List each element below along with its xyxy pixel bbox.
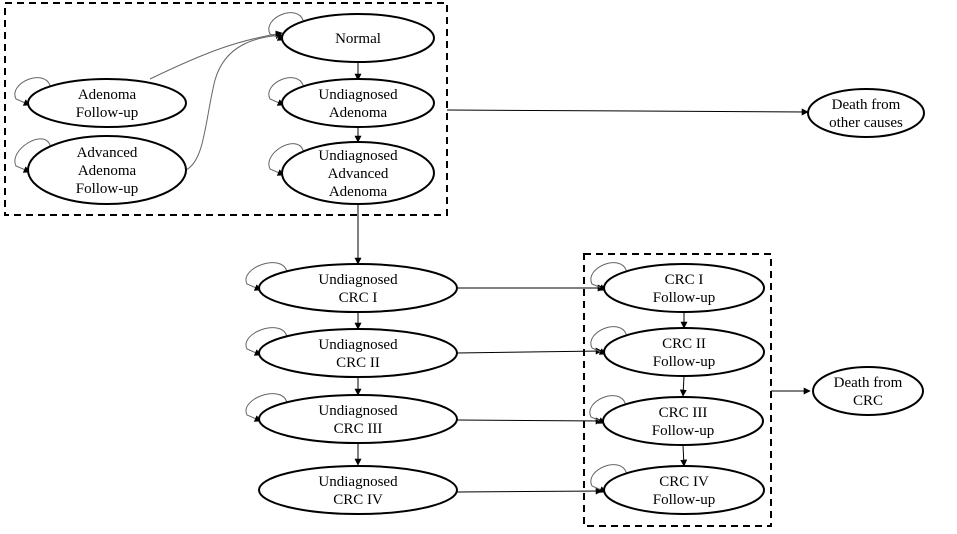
state-ellipse xyxy=(258,394,458,444)
self-loop-crc1-fu xyxy=(590,262,627,291)
self-loop-undiag-adenoma xyxy=(268,77,304,106)
state-label-line: CRC I xyxy=(665,272,704,288)
state-ellipse xyxy=(27,135,187,205)
self-loop-adv-adenoma-fu xyxy=(14,138,51,173)
state-label-line: Death from xyxy=(832,97,901,113)
state-label-line: CRC IV xyxy=(659,474,709,490)
state-label-line: Adenoma xyxy=(329,184,388,200)
state-label-line: CRC I xyxy=(339,290,378,306)
arrow-crc2-fu-to-crc3-fu xyxy=(679,375,687,397)
state-label-line: other causes xyxy=(829,115,903,131)
state-label-line: Follow-up xyxy=(76,105,139,121)
state-crc4-fu: CRC IV Follow-up xyxy=(603,465,765,515)
self-loop-crc3-fu xyxy=(589,395,626,424)
state-crc2-fu: CRC II Follow-up xyxy=(603,327,765,377)
state-label-line: Follow-up xyxy=(76,181,139,197)
state-ellipse xyxy=(812,366,924,416)
state-ellipse xyxy=(27,78,187,128)
state-label-line: CRC II xyxy=(662,336,706,352)
state-label-line: Follow-up xyxy=(652,423,715,439)
arrow-adv-adenoma-fu-to-normal xyxy=(185,31,283,171)
self-loop-adenoma-fu xyxy=(14,77,51,106)
state-label-line: Adenoma xyxy=(329,105,388,121)
state-ellipse xyxy=(258,465,458,515)
state-label-line: Follow-up xyxy=(653,354,716,370)
state-label-line: Undiagnosed xyxy=(318,337,398,353)
state-label-line: Adenoma xyxy=(78,87,137,103)
arrow-group-to-death-other xyxy=(446,108,809,116)
arrow-adenoma-fu-to-normal xyxy=(149,30,283,80)
state-label-line: Death from xyxy=(834,375,903,391)
self-loop-undiag-crc1 xyxy=(245,262,288,291)
state-label-line: Undiagnosed xyxy=(318,272,398,288)
state-normal: Normal xyxy=(281,13,435,63)
state-death-other: Death from other causes xyxy=(807,88,925,138)
self-loop-crc4-fu xyxy=(590,464,627,493)
group-box-noncancer xyxy=(4,2,448,216)
group-box-followup xyxy=(583,253,772,527)
state-label-line: Advanced xyxy=(328,166,389,182)
state-ellipse xyxy=(281,141,435,205)
state-crc3-fu: CRC III Follow-up xyxy=(602,396,764,446)
state-label-line: CRC IV xyxy=(333,492,383,508)
state-crc1-fu: CRC I Follow-up xyxy=(603,263,765,313)
state-label-line: Undiagnosed xyxy=(318,87,398,103)
state-label-line: Follow-up xyxy=(653,290,716,306)
state-label-line: Advanced xyxy=(77,145,138,161)
state-ellipse xyxy=(281,78,435,128)
state-ellipse xyxy=(603,465,765,515)
state-label-line: Normal xyxy=(335,31,381,47)
state-label-line: Undiagnosed xyxy=(318,148,398,164)
arrow-crc3-fu-to-crc4-fu xyxy=(680,444,688,467)
self-loop-undiag-crc3 xyxy=(245,393,288,422)
self-loop-crc2-fu xyxy=(590,326,627,355)
state-ellipse xyxy=(281,13,435,63)
state-ellipse xyxy=(603,327,765,377)
state-label-line: CRC III xyxy=(334,421,383,437)
state-label-line: Undiagnosed xyxy=(318,474,398,490)
state-ellipse xyxy=(602,396,764,446)
arrow-undiag-crc4-to-crc4-fu xyxy=(456,487,603,495)
state-ellipse xyxy=(807,88,925,138)
arrow-undiag-crc2-to-crc2-fu xyxy=(456,347,603,355)
state-ellipse xyxy=(258,263,458,313)
state-label-line: CRC III xyxy=(659,405,708,421)
state-label-line: CRC II xyxy=(336,355,380,371)
state-ellipse xyxy=(258,328,458,378)
state-ellipse xyxy=(603,263,765,313)
state-label-line: Follow-up xyxy=(653,492,716,508)
self-loop-undiag-crc2 xyxy=(245,327,288,356)
state-label-line: Adenoma xyxy=(78,163,137,179)
self-loop-normal xyxy=(268,12,304,41)
state-label-line: Undiagnosed xyxy=(318,403,398,419)
state-label-line: CRC xyxy=(853,393,883,409)
arrow-undiag-crc3-to-crc3-fu xyxy=(456,417,603,425)
self-loop-undiag-adv-adenoma xyxy=(268,143,304,176)
